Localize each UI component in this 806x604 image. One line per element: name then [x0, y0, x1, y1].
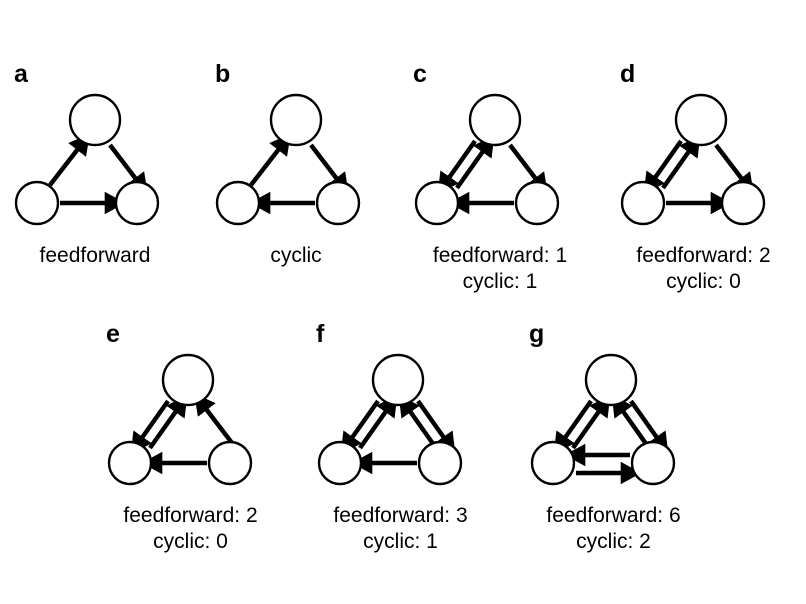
node-bottom-left	[14, 180, 60, 226]
edge-top-to-bl	[553, 399, 593, 454]
node-bottom-left	[317, 440, 363, 486]
node-bottom-right	[417, 440, 463, 486]
panel-b-graph	[215, 93, 361, 226]
panel-c-caption-line2: cyclic: 1	[462, 270, 538, 293]
node-bottom-right	[207, 440, 253, 486]
panel-c-caption: feedforward: 1 cyclic: 1	[400, 243, 600, 295]
node-bottom-left	[414, 180, 460, 226]
edge-bl-to-top	[148, 395, 188, 450]
panel-e-caption-line1: feedforward: 2	[123, 504, 258, 527]
node-top	[68, 93, 122, 147]
edge-top-to-br	[714, 143, 754, 195]
node-bottom-right	[720, 180, 766, 226]
edge-bl-to-top	[571, 395, 611, 450]
panel-letter-a: a	[14, 60, 28, 88]
node-bottom-left	[530, 440, 576, 486]
node-bottom-right	[514, 180, 560, 226]
panel-a-caption: feedforward	[0, 243, 190, 269]
edge-br-to-top	[194, 393, 234, 445]
panel-f-caption-line1: feedforward: 3	[333, 504, 468, 527]
node-top	[584, 353, 638, 407]
node-top	[161, 353, 215, 407]
node-bottom-left	[215, 180, 261, 226]
edge-bl-to-top	[661, 135, 701, 190]
panel-a-graph	[14, 93, 160, 226]
panel-letter-f: f	[316, 320, 325, 348]
edge-top-to-bl	[130, 399, 170, 454]
panel-letter-g: g	[529, 320, 545, 348]
panel-letter-e: e	[106, 320, 120, 348]
panel-d-caption-line1: feedforward: 2	[636, 244, 771, 267]
panel-g-caption-line1: feedforward: 6	[546, 504, 681, 527]
panel-d-graph	[620, 93, 766, 226]
panel-letter-c: c	[413, 60, 427, 88]
node-top	[468, 93, 522, 147]
panel-c-caption-line1: feedforward: 1	[432, 244, 568, 267]
panel-a-caption-line1: feedforward	[39, 244, 151, 267]
edge-top-to-br	[629, 399, 669, 454]
edge-top-to-br	[108, 143, 148, 195]
edge-top-to-bl	[340, 399, 380, 454]
node-top	[371, 353, 425, 407]
panel-letter-b: b	[215, 60, 231, 88]
panel-g-caption: feedforward: 6 cyclic: 2	[511, 503, 716, 555]
panel-f-graph	[317, 353, 463, 486]
edge-bl-to-top	[249, 133, 291, 187]
panel-g-graph	[530, 353, 676, 486]
node-top	[674, 93, 728, 147]
edge-br-to-top	[398, 395, 438, 450]
edge-top-to-bl	[643, 139, 683, 194]
node-bottom-right	[114, 180, 160, 226]
panel-g-caption-line2: cyclic: 2	[576, 530, 651, 553]
panel-e-graph	[107, 353, 253, 486]
panel-f-caption: feedforward: 3 cyclic: 1	[298, 503, 503, 555]
panel-letter-d: d	[620, 60, 636, 88]
panel-b-caption: cyclic	[201, 243, 391, 269]
edge-bl-to-top	[455, 135, 495, 190]
node-bottom-left	[620, 180, 666, 226]
panel-c-graph	[414, 93, 560, 226]
node-bottom-right	[630, 440, 676, 486]
panel-e-caption-line2: cyclic: 0	[153, 530, 228, 553]
edge-bl-to-top	[48, 133, 90, 187]
panel-d-caption-line2: cyclic: 0	[666, 270, 741, 293]
edge-top-to-bl	[437, 139, 477, 194]
panel-d-caption: feedforward: 2 cyclic: 0	[601, 243, 806, 295]
node-bottom-right	[315, 180, 361, 226]
panel-b-caption-line1: cyclic	[270, 244, 322, 267]
node-bottom-left	[107, 440, 153, 486]
panel-f-caption-line2: cyclic: 1	[363, 530, 438, 553]
edge-bl-to-top	[358, 395, 398, 450]
edge-br-to-top	[611, 395, 651, 450]
edge-top-to-br	[309, 143, 349, 195]
panel-e-caption: feedforward: 2 cyclic: 0	[88, 503, 293, 555]
edge-top-to-br	[416, 399, 456, 454]
node-top	[269, 93, 323, 147]
edge-top-to-br	[508, 143, 548, 195]
